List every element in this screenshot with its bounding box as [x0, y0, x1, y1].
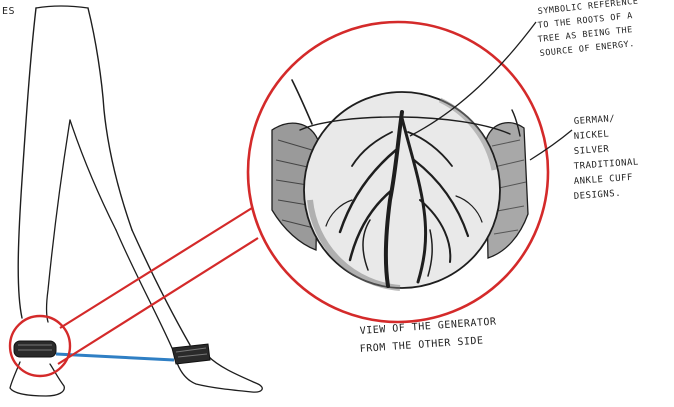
annotation-material-line-2: NICKEL	[574, 130, 610, 142]
corner-fragment-text: ES	[2, 6, 15, 17]
leg-drawing	[10, 6, 262, 396]
annotation-material-line-3: SILVER	[574, 145, 610, 157]
front-ankle-cuff	[172, 344, 210, 364]
annotation-view-line-2: FROM THE OTHER SIDE	[359, 335, 483, 355]
back-ankle-cuff	[14, 341, 56, 357]
magnified-generator-view	[248, 22, 548, 322]
annotation-material-line-1: GERMAN/	[574, 114, 616, 127]
annotation-symbolic: SYMBOLIC REFERENCE TO THE ROOTS OF A TRE…	[537, 0, 639, 59]
annotation-material-line-4: TRADITIONAL	[574, 157, 640, 172]
annotation-material: GERMAN/ NICKEL SILVER TRADITIONAL ANKLE …	[574, 114, 640, 202]
annotation-material-line-6: DESIGNS.	[574, 189, 622, 202]
annotation-material-line-5: ANKLE CUFF	[574, 173, 634, 187]
